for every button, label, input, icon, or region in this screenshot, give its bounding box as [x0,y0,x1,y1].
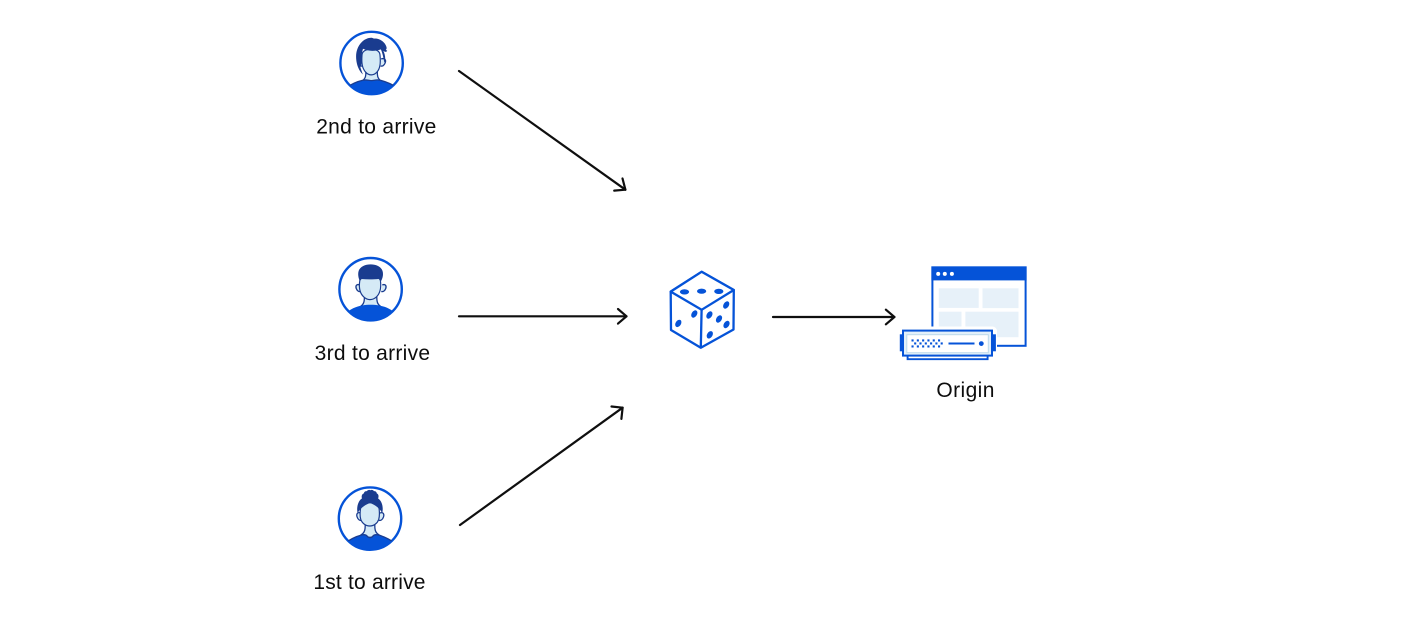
svg-text:2nd to arrive: 2nd to arrive [316,116,436,139]
svg-text:1st to arrive: 1st to arrive [313,571,425,594]
svg-text:3rd to arrive: 3rd to arrive [315,342,431,365]
svg-text:Origin: Origin [936,379,994,402]
